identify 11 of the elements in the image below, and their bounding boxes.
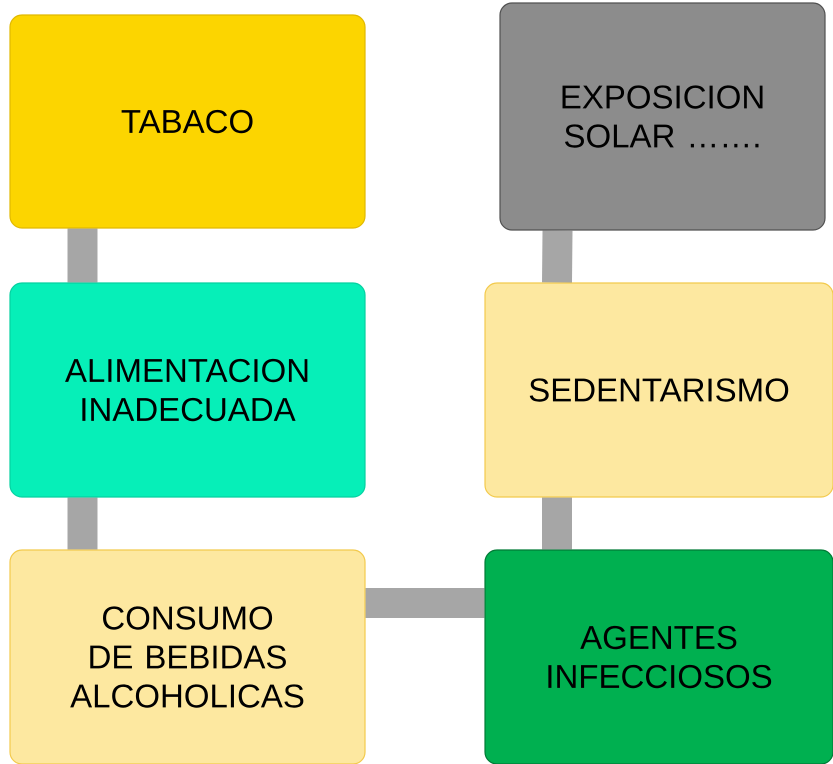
- connector-bar: [542, 230, 572, 283]
- rounded-box: TABACO: [9, 14, 366, 229]
- rounded-box: CONSUMO DE BEBIDAS ALCOHOLICAS: [9, 549, 366, 764]
- connector-bar: [366, 588, 484, 618]
- connector-bar: [542, 498, 572, 550]
- connector-bar: [68, 228, 98, 282]
- rounded-box: SEDENTARISMO: [484, 282, 833, 498]
- connector-bar: [68, 498, 98, 550]
- rounded-box: AGENTES INFECCIOSOS: [484, 549, 833, 764]
- rounded-box: EXPOSICION SOLAR …….: [499, 2, 826, 231]
- rounded-box: ALIMENTACION INADECUADA: [9, 282, 366, 498]
